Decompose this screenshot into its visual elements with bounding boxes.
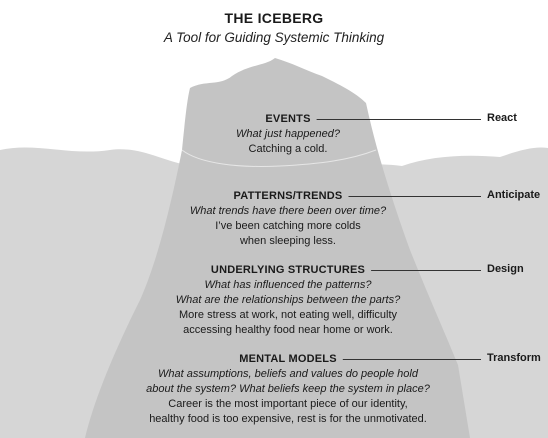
response-transform: Transform	[487, 352, 541, 364]
layer-patterns: PATTERNS/TRENDS What trends have there b…	[100, 189, 476, 249]
response-react: React	[487, 112, 517, 124]
iceberg-waterline-edge	[181, 149, 377, 167]
layer-mental-models-name: MENTAL MODELS	[239, 353, 337, 365]
page-title: THE ICEBERG	[224, 10, 324, 26]
layer-mental-models-example-2: healthy food is too expensive, rest is f…	[149, 413, 427, 425]
layer-events-question: What just happened?	[236, 128, 340, 140]
layer-mental-models: MENTAL MODELS What assumptions, beliefs …	[100, 352, 476, 427]
layer-events-example: Catching a cold.	[248, 143, 328, 155]
response-anticipate: Anticipate	[487, 189, 541, 201]
layer-structures-example-1: More stress at work, not eating well, di…	[178, 309, 398, 321]
connector-lines	[316, 119, 481, 360]
response-design: Design	[487, 263, 524, 275]
layer-patterns-question: What trends have there been over time?	[189, 205, 387, 217]
layer-patterns-name: PATTERNS/TRENDS	[233, 190, 343, 202]
layer-mental-models-example-1: Career is the most important piece of ou…	[168, 398, 408, 410]
layer-events: EVENTS What just happened? Catching a co…	[100, 112, 476, 157]
layer-structures-question-1: What has influenced the patterns?	[204, 279, 372, 291]
layer-structures: UNDERLYING STRUCTURES What has influence…	[100, 263, 476, 338]
layer-structures-question-2: What are the relationships between the p…	[175, 294, 401, 306]
layer-structures-example-2: accessing healthy food near home or work…	[183, 324, 393, 336]
layer-patterns-example-1: I’ve been catching more colds	[215, 220, 361, 232]
page-subtitle: A Tool for Guiding Systemic Thinking	[163, 30, 385, 45]
layer-mental-models-question-2: about the system? What beliefs keep the …	[146, 383, 430, 395]
iceberg-shape	[85, 58, 470, 438]
layer-patterns-example-2: when sleeping less.	[239, 235, 336, 247]
layer-mental-models-question-1: What assumptions, beliefs and values do …	[158, 368, 418, 380]
layer-structures-name: UNDERLYING STRUCTURES	[210, 264, 366, 276]
layer-events-name: EVENTS	[265, 113, 311, 125]
